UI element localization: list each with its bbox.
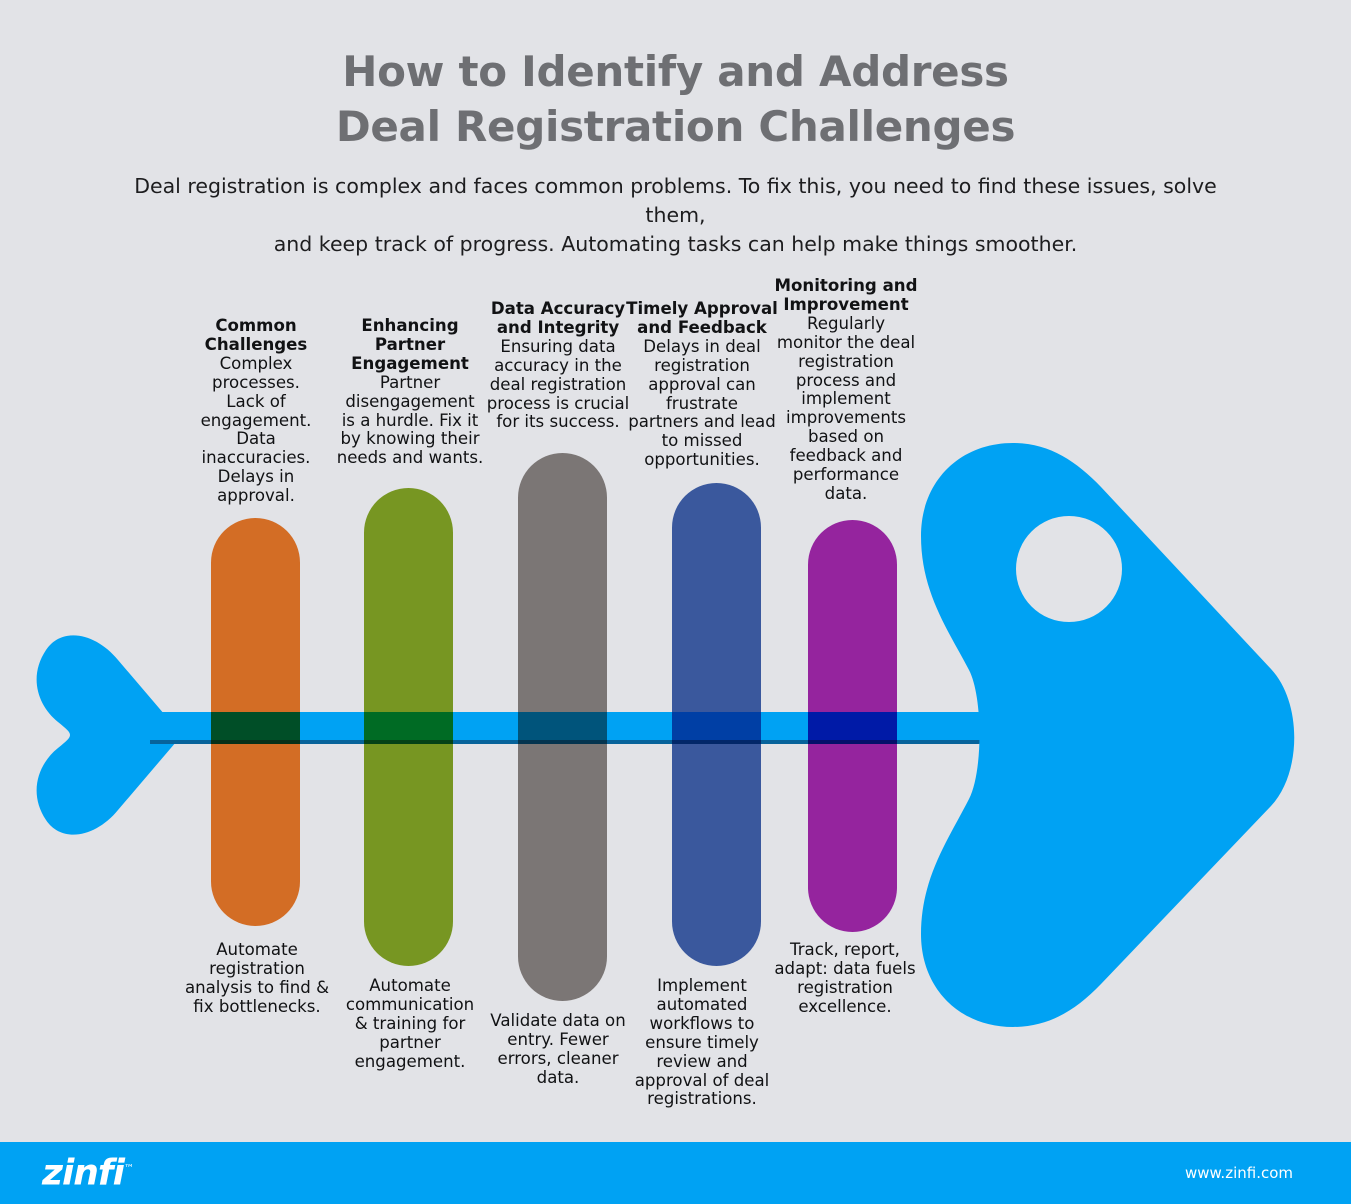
page-title: How to Identify and Address Deal Registr… bbox=[0, 44, 1351, 155]
bone-top-body-monitoring-and-improvement: Regularly monitor the deal registration … bbox=[776, 313, 916, 503]
bone-label-top-enhancing-partner-engagement: Enhancing Partner Engagement Partner dis… bbox=[334, 316, 486, 468]
bone-bar-timely-approval-and-feedback bbox=[672, 483, 761, 966]
bone-bar-monitoring-and-improvement bbox=[808, 520, 897, 932]
bone-heading-data-accuracy-and-integrity: Data Accuracy and Integrity bbox=[490, 299, 626, 337]
bone-label-bottom-timely-approval-and-feedback: Implement automated workflows to ensure … bbox=[634, 976, 770, 1109]
bone-bar-data-accuracy-and-integrity bbox=[518, 453, 607, 1001]
fish-eye bbox=[1016, 516, 1122, 622]
bone-bar-common-challenges bbox=[211, 518, 300, 926]
bone-label-top-data-accuracy-and-integrity: Data Accuracy and Integrity Ensuring dat… bbox=[480, 299, 636, 432]
bone-label-top-common-challenges: Common Challenges Complex processes. Lac… bbox=[186, 316, 326, 506]
bone-top-body-common-challenges: Complex processes. Lack of engagement. D… bbox=[200, 353, 312, 506]
page-subtitle-line-1: Deal registration is complex and faces c… bbox=[134, 174, 1217, 228]
bone-top-body-enhancing-partner-engagement: Partner disengagement is a hurdle. Fix i… bbox=[336, 372, 484, 468]
website-link[interactable]: www.zinfi.com bbox=[1185, 1164, 1293, 1182]
bone-label-bottom-enhancing-partner-engagement: Automate communication & training for pa… bbox=[345, 976, 475, 1071]
bone-heading-enhancing-partner-engagement: Enhancing Partner Engagement bbox=[351, 316, 469, 373]
bone-top-body-timely-approval-and-feedback: Delays in deal registration approval can… bbox=[628, 336, 776, 470]
bone-heading-monitoring-and-improvement: Monitoring and Improvement bbox=[774, 276, 918, 314]
bone-label-bottom-data-accuracy-and-integrity: Validate data on entry. Fewer errors, cl… bbox=[490, 1011, 626, 1087]
bone-label-top-monitoring-and-improvement: Monitoring and Improvement Regularly mon… bbox=[770, 276, 922, 504]
zinfi-logo-text: zinfi bbox=[42, 1152, 125, 1194]
bone-heading-common-challenges: Common Challenges bbox=[204, 316, 308, 354]
bone-label-bottom-monitoring-and-improvement: Track, report, adapt: data fuels registr… bbox=[774, 940, 916, 1016]
bone-bar-enhancing-partner-engagement bbox=[364, 488, 453, 966]
page-subtitle: Deal registration is complex and faces c… bbox=[106, 172, 1246, 259]
fish-tail-icon bbox=[36, 635, 183, 835]
footer-bar: zinfi™ www.zinfi.com bbox=[0, 1142, 1351, 1204]
zinfi-logo[interactable]: zinfi™ bbox=[42, 1152, 134, 1194]
page-title-line-1: How to Identify and Address bbox=[342, 47, 1009, 96]
fish-head-icon bbox=[921, 443, 1295, 1027]
page-subtitle-line-2: and keep track of progress. Automating t… bbox=[273, 232, 1078, 257]
bone-top-body-data-accuracy-and-integrity: Ensuring data accuracy in the deal regis… bbox=[486, 336, 630, 432]
bone-label-top-timely-approval-and-feedback: Timely Approval and Feedback Delays in d… bbox=[626, 299, 778, 470]
page-title-line-2: Deal Registration Challenges bbox=[335, 102, 1016, 152]
bone-label-bottom-common-challenges: Automate registration analysis to find &… bbox=[184, 940, 330, 1016]
trademark-icon: ™ bbox=[123, 1163, 134, 1175]
bone-heading-timely-approval-and-feedback: Timely Approval and Feedback bbox=[626, 299, 778, 337]
